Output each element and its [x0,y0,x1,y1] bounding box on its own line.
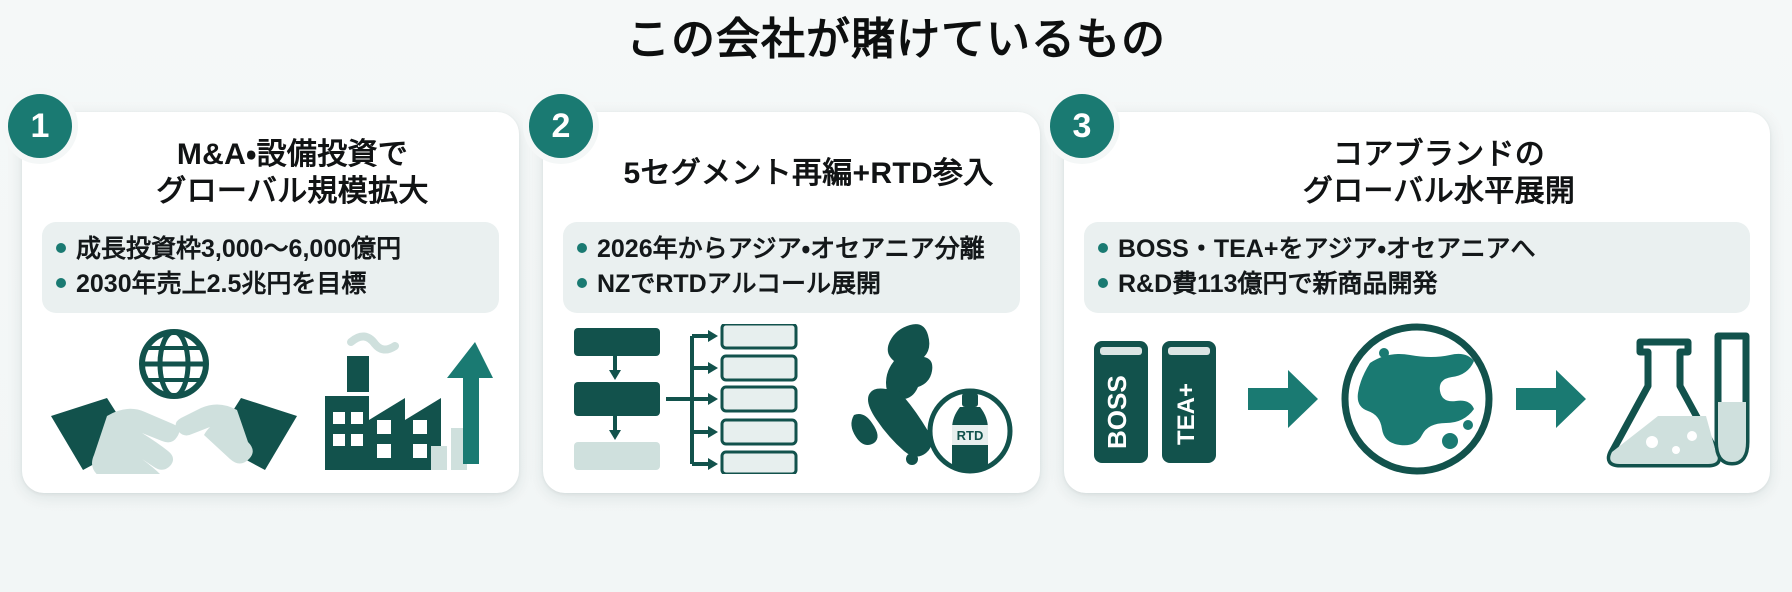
page-title: この会社が賭けているもの [626,15,1166,64]
card-3-bullet-2: R&D費113億円で新商品開発 [1098,267,1736,302]
card-1[interactable]: 1 M&A・設備投資で グローバル規模拡大 成長投資枠3,000〜6,000億円… [8,94,519,493]
new-zealand-map-icon: RTD [850,324,1012,474]
boss-can-label: BOSS [1102,375,1132,449]
card-1-badge: 1 [8,94,72,158]
card-3-title: コアブランドの グローバル水平展開 [1128,136,1750,212]
card-3-illustration: BOSS TEA+ [1084,319,1750,479]
card-1-title-line-1: M&A・設備投資で [176,138,409,172]
bullet-dot-icon [56,277,66,288]
card-1-bullet-2-text: 2030年売上2.5兆円を目標 [76,269,367,298]
card-3-bullet-2-text: R&D費113億円で新商品開発 [1118,269,1438,298]
card-2-bullet-1: 2026年からアジア・オセアニア分離 [577,232,1006,267]
bullet-dot-icon [56,243,66,253]
card-1-bullet-1: 成長投資枠3,000〜6,000億円 [56,232,485,267]
arrow-right-icon [1516,370,1586,428]
card-3-title-line-1: コアブランドの [1332,138,1546,172]
card-1-bullet-1-text: 成長投資枠3,000〜6,000億円 [76,235,402,263]
card-2-bullet-2-text: NZでRTDアルコール展開 [597,269,881,298]
arrow-right-icon [1248,370,1318,428]
card-1-title-line-2: グローバル規模拡大 [156,175,429,208]
card-2[interactable]: 2 5セグメント再編+RTD参入 2026年からアジア・オセアニア分離 NZでR… [529,94,1040,493]
bullet-dot-icon [577,243,587,253]
card-2-illustration: RTD [563,319,1020,479]
card-1-bullets: 成長投資枠3,000〜6,000億円 2030年売上2.5兆円を目標 [42,222,499,313]
svg-text:RTD: RTD [956,428,983,443]
factory-growth-icon [324,332,493,470]
card-1-bullet-2: 2030年売上2.5兆円を目標 [56,267,485,302]
bullet-dot-icon [577,277,587,288]
boss-can-icon: BOSS [1094,341,1148,463]
card-3-title-line-2: グローバル水平展開 [1302,175,1576,208]
card-2-bullets: 2026年からアジア・オセアニア分離 NZでRTDアルコール展開 [563,222,1020,313]
card-3-bullet-1-text: BOSS・TEA+をアジア・オセアニアへ [1118,235,1536,263]
card-3[interactable]: 3 コアブランドの グローバル水平展開 BOSS・TEA+をアジア・オセアニアへ… [1050,94,1770,493]
bullet-dot-icon [1098,277,1108,288]
handshake-icon [50,329,297,474]
card-2-title: 5セグメント再編+RTD参入 [597,136,1020,212]
card-3-bullet-1: BOSS・TEA+をアジア・オセアニアへ [1098,232,1736,267]
rtd-bottle-icon: RTD [927,388,1012,474]
card-3-badge: 3 [1050,94,1114,158]
card-1-illustration [42,319,499,479]
card-3-bullets: BOSS・TEA+をアジア・オセアニアへ R&D費113億円で新商品開発 [1084,222,1750,313]
bullet-dot-icon [1098,243,1108,253]
org-chart-icon [573,324,797,474]
test-tube-icon [1714,332,1750,466]
globe-asia-icon [1341,323,1493,475]
card-2-bullet-2: NZでRTDアルコール展開 [577,267,1006,302]
card-1-title: M&A・設備投資で グローバル規模拡大 [86,136,499,212]
card-2-badge: 2 [529,94,593,158]
tea-plus-can-label: TEA+ [1173,383,1200,445]
cards-row: 1 M&A・設備投資で グローバル規模拡大 成長投資枠3,000〜6,000億円… [8,94,1770,493]
card-2-bullet-1-text: 2026年からアジア・オセアニア分離 [597,235,985,263]
brand-cans-group: BOSS TEA+ [1094,341,1216,463]
tea-plus-can-icon: TEA+ [1162,341,1216,463]
card-2-title-line-1: 5セグメント再編+RTD参入 [623,156,994,190]
flask-icon [1606,332,1750,468]
